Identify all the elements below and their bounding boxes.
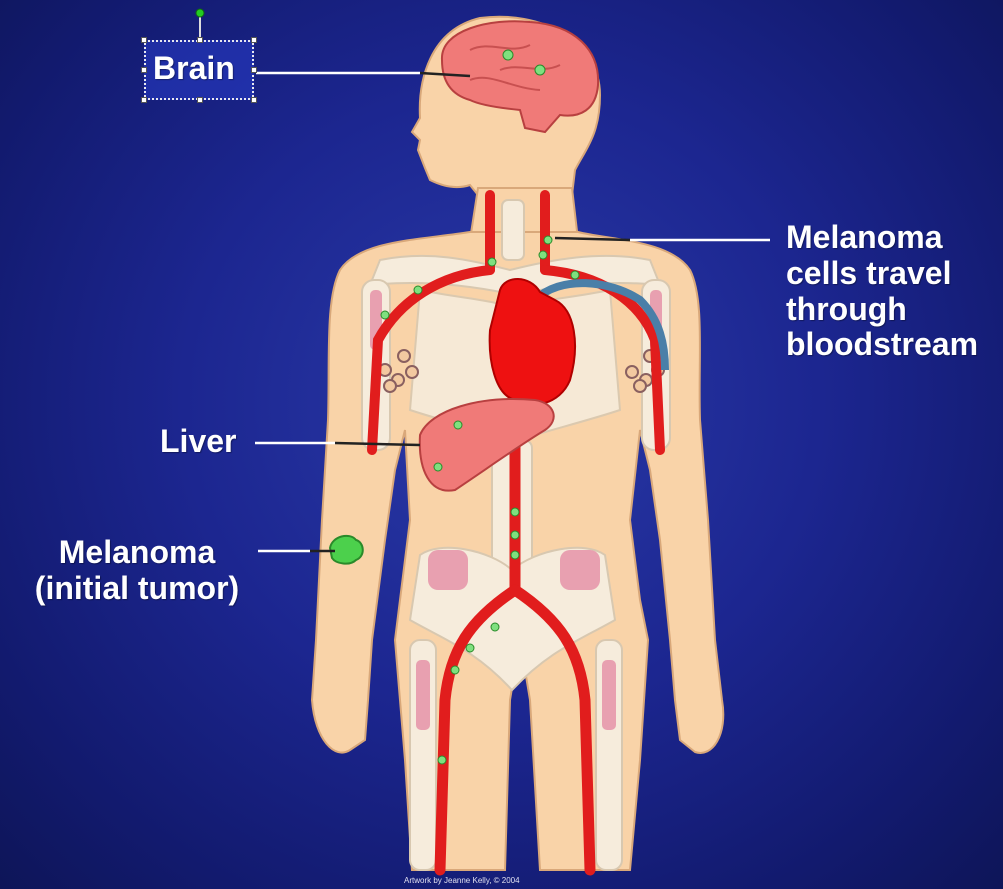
melanoma-label: Melanoma (initial tumor) — [12, 535, 262, 607]
resize-handle[interactable] — [251, 67, 257, 73]
resize-handle[interactable] — [141, 67, 147, 73]
bloodstream-label-line: cells travel — [786, 256, 1001, 292]
bloodstream-label-line: Melanoma — [786, 220, 1001, 256]
melanoma-label-line: (initial tumor) — [12, 571, 262, 607]
resize-handle[interactable] — [197, 37, 203, 43]
bloodstream-label-line: through — [786, 292, 1001, 328]
resize-handle[interactable] — [141, 97, 147, 103]
tumor-icon — [330, 536, 363, 564]
artwork-credit: Artwork by Jeanne Kelly, © 2004 — [404, 876, 520, 885]
resize-handle[interactable] — [141, 37, 147, 43]
melanoma-label-line: Melanoma — [12, 535, 262, 571]
liver-label: Liver — [160, 424, 236, 460]
bloodstream-label: Melanoma cells travel through bloodstrea… — [786, 220, 1001, 363]
brain-label: Brain — [153, 51, 235, 87]
rotate-handle[interactable] — [196, 9, 204, 17]
resize-handle[interactable] — [251, 97, 257, 103]
bloodstream-label-line: bloodstream — [786, 327, 1001, 363]
resize-handle[interactable] — [251, 37, 257, 43]
resize-handle[interactable] — [197, 97, 203, 103]
